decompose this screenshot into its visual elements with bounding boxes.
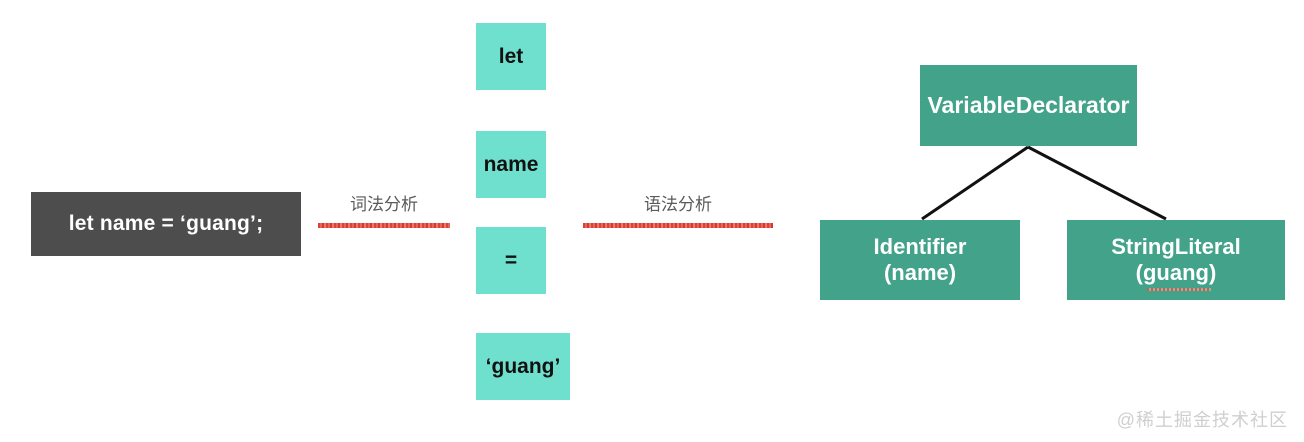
token-text: ‘guang’ [485, 354, 561, 378]
token-box-string-literal: ‘guang’ [476, 333, 570, 400]
token-text: = [504, 248, 518, 272]
token-box-equals: = [476, 227, 546, 294]
watermark: @稀土掘金技术社区 [1116, 410, 1288, 430]
ast-node-string-literal: StringLiteral (guang) [1067, 220, 1285, 300]
stage-label-syntax-analysis: 语法分析 [644, 195, 712, 214]
token-box-let: let [476, 23, 546, 90]
ast-node-variable-declarator: VariableDeclarator [920, 65, 1137, 146]
token-box-name: name [476, 131, 546, 198]
ast-node-subtitle: (guang) [1135, 260, 1217, 285]
lexical-analysis-arrow [318, 223, 450, 228]
ast-node-subtitle: (name) [883, 260, 957, 285]
source-code-text: let name = ‘guang’; [68, 212, 264, 235]
token-text: name [483, 152, 539, 176]
token-text: let [498, 44, 524, 68]
spellcheck-squiggle-guang [1147, 288, 1211, 291]
syntax-analysis-arrow [583, 223, 773, 228]
source-code-box: let name = ‘guang’; [31, 192, 301, 256]
ast-node-identifier: Identifier (name) [820, 220, 1020, 300]
ast-node-title: Identifier [873, 234, 967, 260]
stage-label-lexical-analysis: 词法分析 [350, 195, 418, 214]
ast-node-title: StringLiteral [1111, 234, 1241, 260]
ast-node-title: VariableDeclarator [927, 91, 1130, 118]
